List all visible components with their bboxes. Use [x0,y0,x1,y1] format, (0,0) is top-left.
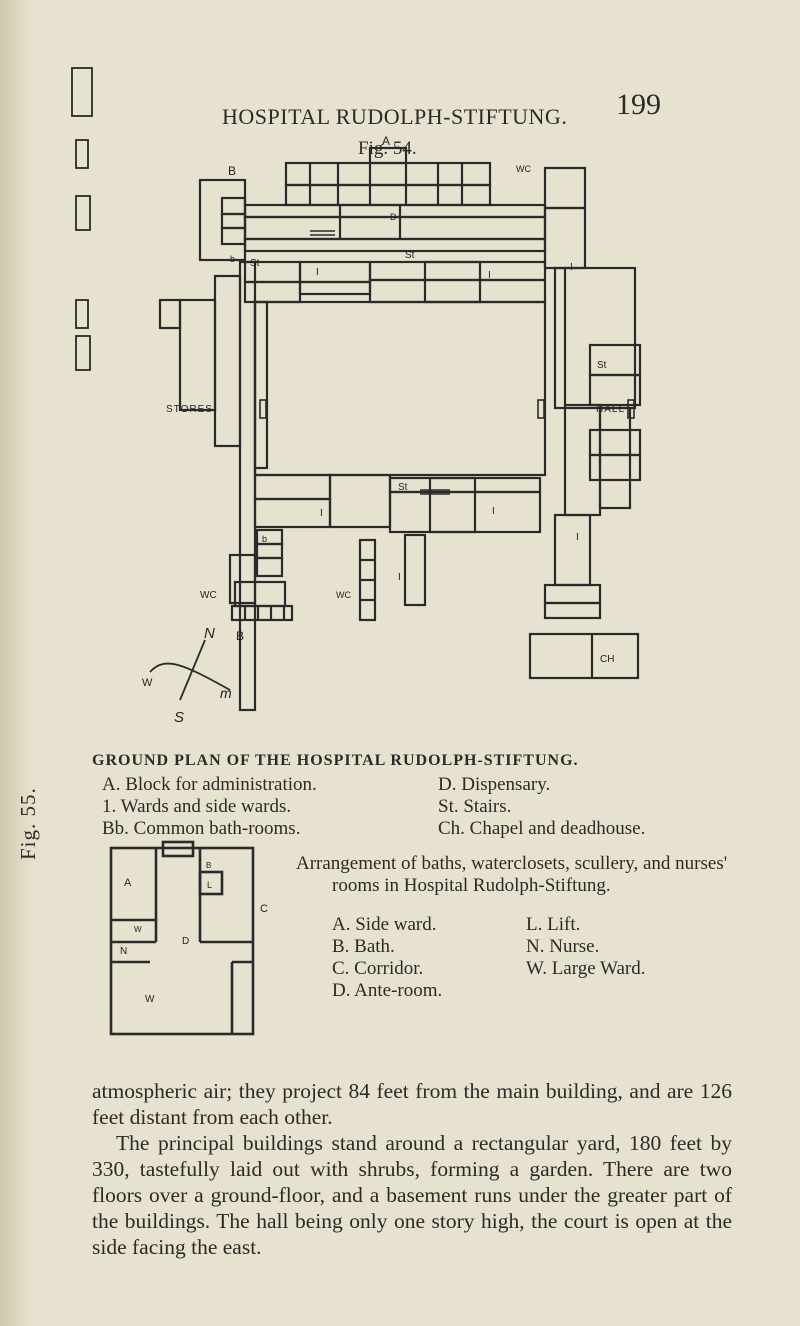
legend-ch: Ch. Chapel and deadhouse. [438,818,646,839]
fig55-legend-d: D. Ante-room. [332,980,443,1001]
plan-title: GROUND PLAN OF THE HOSPITAL RUDOLPH-STIF… [92,752,579,769]
fig55-label-d: D [182,936,189,947]
label-bath-2: b [262,534,267,544]
compass-east: m [220,685,232,701]
label-st-3: St [597,360,607,371]
central-courtyard [253,300,547,477]
fig55-label-n: N [120,946,127,957]
label-bath-1: b [230,254,235,264]
compass-west: W [142,677,153,689]
label-ward-2: I [488,270,491,281]
figure-55-description-line1: Arrangement of baths, waterclosets, scul… [296,853,728,874]
ground-plan-figure: A B B D WC WC WC St St St St I I I I I I… [71,67,642,726]
figure-55-legend-left: A. Side ward. B. Bath. C. Corridor. D. A… [332,914,442,1002]
label-ward-3: I [570,262,573,273]
fig55-legend-b: B. Bath. [332,936,395,957]
inner-wards [253,260,547,607]
label-b-bottom: B [236,629,244,643]
fig55-label-a: A [124,877,132,889]
compass-north: N [204,625,215,642]
legend-st: St. Stairs. [438,796,512,817]
figure-55-legend-right: L. Lift. N. Nurse. W. Large Ward. [526,914,645,980]
fig55-legend-c: C. Corridor. [332,958,424,979]
margin-marks [71,67,93,371]
label-a: A [382,134,390,148]
label-ward-7: I [398,572,401,583]
label-wc-top: WC [516,164,531,174]
figure-55-description: Arrangement of baths, waterclosets, scul… [296,853,736,897]
legend-a: A. Block for administration. [102,774,317,795]
label-st-1: St [250,258,260,269]
label-chapel: CH [600,654,614,665]
figure-55-description-line2: rooms in Hospital Rudolph-Stiftung. [332,875,611,896]
bath-arrangement-figure: A B L W C D N W [109,840,268,1036]
fig55-label-l: L [207,880,212,890]
fig55-label-b: B [206,861,211,870]
fig55-label-w: W [145,994,155,1005]
figure-54-legend-left: A. Block for administration. 1. Wards an… [102,774,317,840]
label-ward-6: I [576,532,579,543]
running-head: HOSPITAL RUDOLPH-STIFTUNG. [222,104,568,129]
fig55-legend-l: L. Lift. [526,914,581,935]
label-ward-4: I [320,508,323,519]
label-wc-left: WC [200,590,217,601]
label-st-2: St [405,250,415,261]
page-gutter-shadow [0,0,38,1326]
legend-1: 1. Wards and side wards. [102,796,292,817]
compass-rose [149,639,231,701]
stair-marks [259,230,635,495]
label-b-top: B [228,164,236,178]
legend-d: D. Dispensary. [438,774,551,795]
label-wc-centre: WC [336,590,351,600]
label-ward-5: I [492,506,495,517]
chapel-building [528,632,640,680]
paragraph-2: The principal buildings stand around a r… [92,1131,732,1259]
label-hall: HALL [596,404,625,415]
label-ward-1: I [316,267,319,278]
south-wc-block [228,528,294,622]
label-stores: STORES [166,404,213,415]
fig55-label-c: C [260,903,268,915]
fig55-legend-w: W. Large Ward. [526,958,646,979]
paragraph-1: atmospheric air; they project 84 feet fr… [92,1079,732,1129]
label-d: D [390,212,397,222]
fig55-label-w-small: W [134,925,142,934]
body-text: atmospheric air; they project 84 feet fr… [92,1078,732,1260]
compass-south: S [174,709,184,726]
fig55-legend-n: N. Nurse. [526,936,600,957]
fig55-legend-a: A. Side ward. [332,914,437,935]
legend-bb: Bb. Common bath-rooms. [102,818,301,839]
figure-54-legend-right: D. Dispensary. St. Stairs. Ch. Chapel an… [438,774,645,840]
page-number: 199 [616,88,661,121]
label-st-4: St [398,482,408,493]
south-stair-block [358,538,377,622]
east-wing [543,166,642,620]
